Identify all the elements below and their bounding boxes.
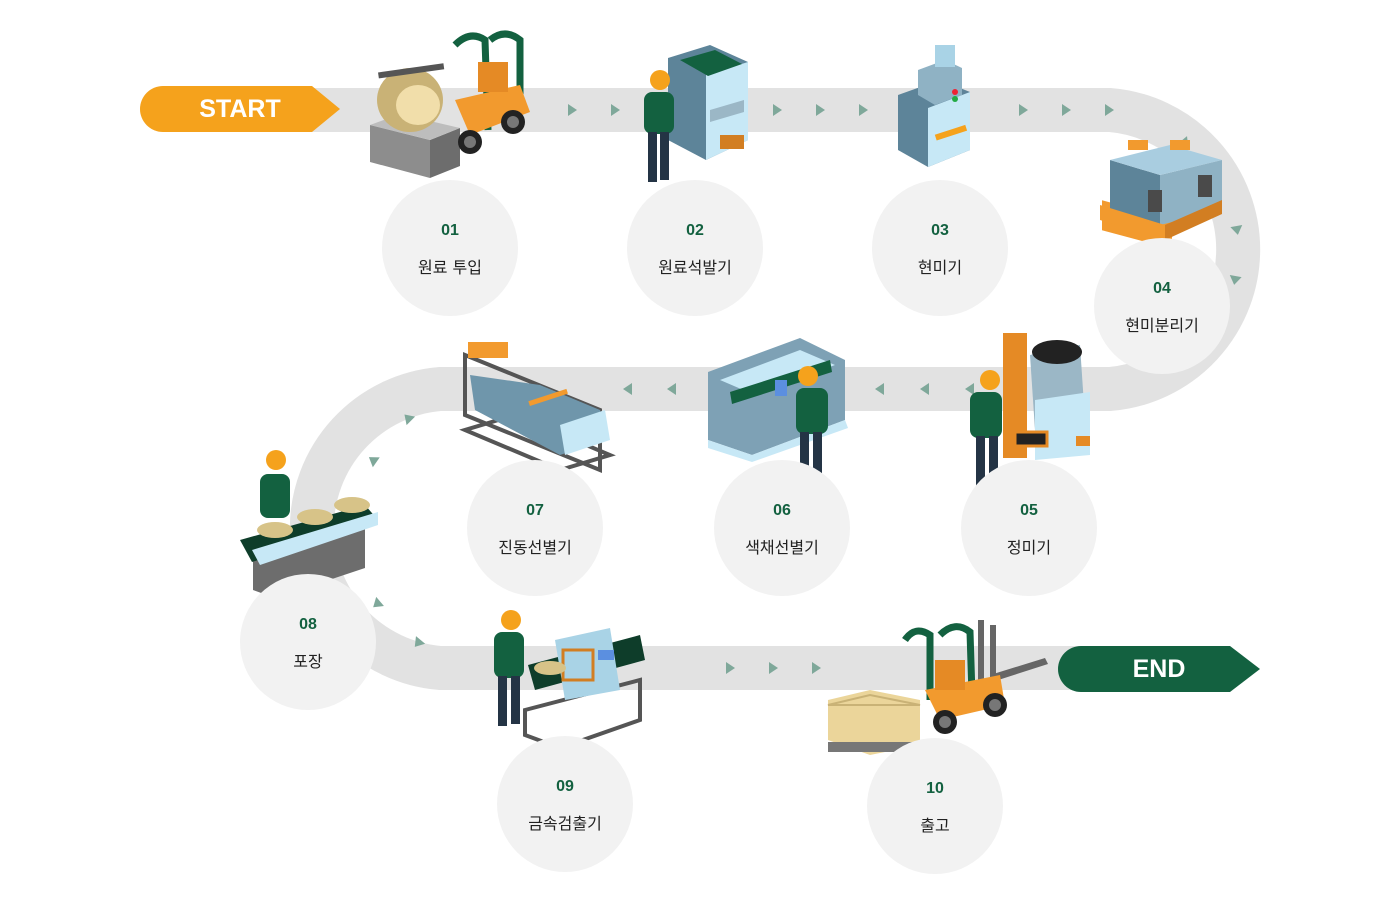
polisher-icon (970, 333, 1090, 486)
flow-arrow-icon (623, 383, 632, 395)
flow-arrow-icon (1230, 225, 1243, 235)
step-label: 포장 (293, 652, 323, 671)
flow-arrow-icon (769, 662, 778, 674)
step-number: 06 (773, 502, 791, 519)
stone-remover-icon (644, 45, 748, 182)
metal-detector-icon (494, 610, 645, 751)
flow-arrow-icon (373, 596, 384, 608)
separator-icon (1100, 140, 1222, 250)
step-number: 03 (931, 222, 949, 239)
start-arrow-shape (140, 86, 340, 132)
step-10: 10 출고 (867, 738, 1003, 874)
step-01: 01 원료 투입 (382, 180, 518, 316)
step-label: 금속검출기 (528, 814, 602, 833)
step-label: 원료 투입 (418, 258, 482, 277)
flow-arrow-icon (1062, 104, 1071, 116)
step-04: 04 현미분리기 (1094, 238, 1230, 374)
step-number: 01 (441, 222, 459, 239)
step-06: 06 색채선별기 (714, 460, 850, 596)
step-number: 04 (1153, 280, 1171, 297)
step-number: 05 (1020, 502, 1038, 519)
step-number: 02 (686, 222, 704, 239)
step-number: 08 (299, 616, 317, 633)
flow-arrow-icon (816, 104, 825, 116)
step-07: 07 진동선별기 (467, 460, 603, 596)
step-label: 현미분리기 (1125, 316, 1199, 335)
step-label: 원료석발기 (658, 258, 732, 277)
step-label: 출고 (920, 816, 950, 835)
flow-arrow-icon (875, 383, 884, 395)
step-label: 진동선별기 (498, 538, 572, 557)
end-label: END (1132, 655, 1186, 683)
flow-arrow-icon (1105, 104, 1114, 116)
start-label: START (199, 95, 281, 123)
end-arrow-shape (1058, 646, 1260, 692)
step-09: 09 금속검출기 (497, 736, 633, 872)
vibrating-sorter-icon (459, 342, 616, 473)
flow-arrow-icon (965, 383, 974, 395)
step-label: 정미기 (1006, 538, 1052, 557)
step-label: 현미기 (917, 258, 963, 277)
flow-arrow-icon (1019, 104, 1028, 116)
direction-arrows (368, 104, 1243, 674)
flow-arrow-icon (920, 383, 929, 395)
step-number: 07 (526, 502, 544, 519)
flow-arrow-icon (667, 383, 676, 395)
step-05: 05 정미기 (961, 460, 1097, 596)
flow-arrow-icon (404, 414, 416, 426)
bag-forklift-icon (370, 30, 530, 178)
start-marker: START (140, 86, 340, 132)
flow-arrow-icon (1229, 275, 1242, 285)
step-02: 02 원료석발기 (627, 180, 763, 316)
flow-arrow-icon (611, 104, 620, 116)
flow-arrow-icon (812, 662, 821, 674)
color-sorter-icon (708, 338, 848, 484)
step-number: 10 (926, 780, 944, 797)
husker-icon (898, 45, 970, 167)
end-marker: END (1058, 646, 1260, 692)
shipping-forklift-icon (827, 620, 1048, 755)
step-08: 08 포장 (240, 574, 376, 710)
step-label: 색채선별기 (745, 538, 819, 557)
step-number: 09 (556, 778, 574, 795)
flow-arrow-icon (773, 104, 782, 116)
flow-arrow-icon (568, 104, 577, 116)
flow-arrow-icon (414, 636, 426, 647)
flow-arrow-icon (368, 457, 380, 468)
flow-arrow-icon (726, 662, 735, 674)
step-03: 03 현미기 (872, 180, 1008, 316)
flow-arrow-icon (859, 104, 868, 116)
